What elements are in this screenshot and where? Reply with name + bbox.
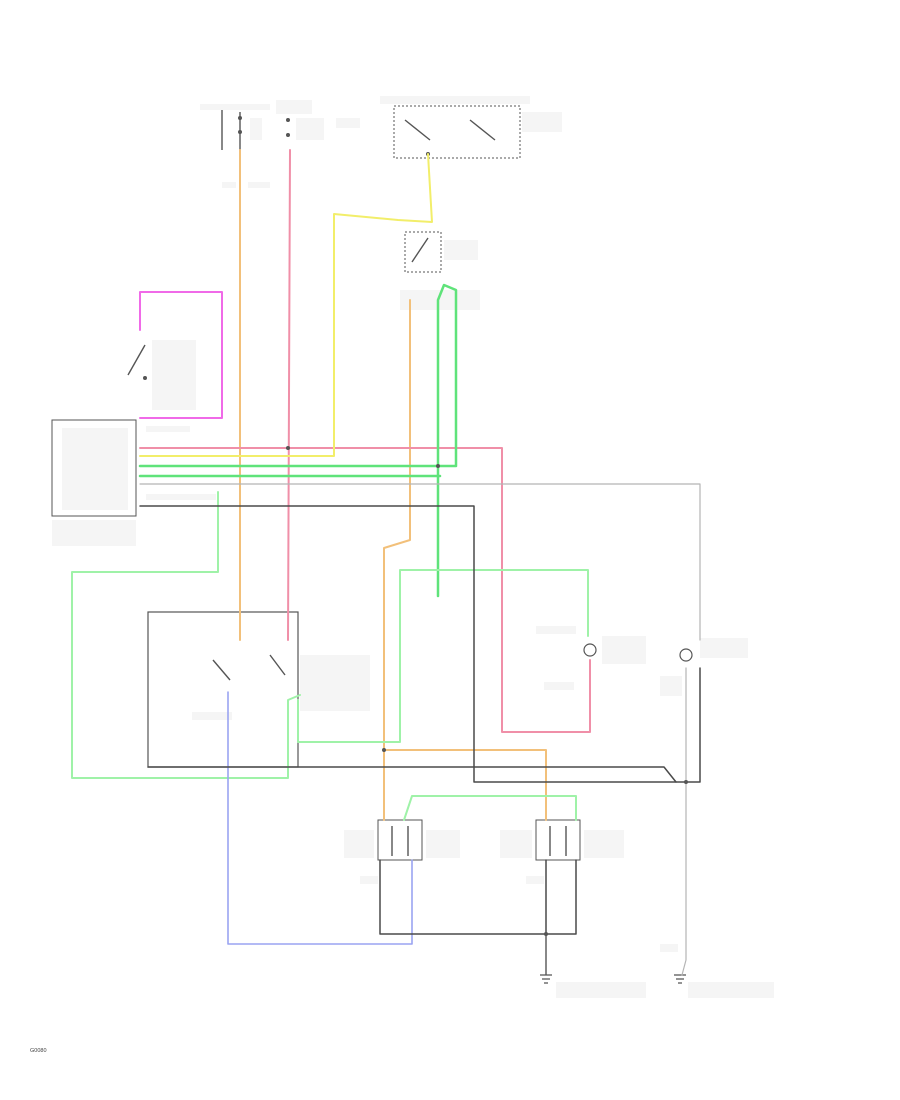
switch-label-block [522, 112, 562, 132]
wire-label-blocks [146, 182, 682, 952]
lamp-label-block [500, 830, 532, 858]
ground-icon [540, 974, 552, 984]
ground-right [674, 974, 774, 998]
wire-green [138, 283, 458, 598]
splice-dot [436, 464, 440, 468]
resistor-label-block [602, 636, 646, 664]
splice-dot [382, 748, 386, 752]
daytime-running-lamp-relay [147, 611, 370, 768]
indicator-label-block [700, 638, 748, 658]
lamp-label-block [584, 830, 624, 858]
fuse-icon [238, 130, 242, 134]
lamp-icon [377, 819, 423, 861]
fuse-block-left [200, 100, 360, 150]
headlight-switch-assembly [380, 96, 562, 159]
lamp-label-block [426, 830, 460, 858]
relay-label-block [300, 655, 370, 711]
fuse-label-block [250, 118, 262, 140]
switch-label-block [380, 96, 530, 104]
splice-dot [286, 446, 290, 450]
wire-orange [383, 299, 411, 821]
switch-label-block [152, 340, 196, 410]
wire-label [526, 876, 544, 884]
headlight-dimmer-switch [400, 231, 480, 310]
fuse-label-block [276, 100, 312, 114]
splice-dot [684, 780, 688, 784]
lamp-icon [535, 819, 581, 861]
wire-lightgreen [403, 795, 577, 821]
wire-black [379, 859, 577, 935]
wire-label [146, 426, 190, 432]
fuse-icon [286, 118, 290, 122]
ground-label-block [556, 982, 646, 998]
left-headlight [344, 819, 460, 861]
lamp-label-block [344, 830, 374, 858]
wire-label [536, 626, 576, 634]
contact-node [143, 376, 147, 380]
fuse-label-block [200, 104, 270, 110]
wire-label [222, 182, 236, 188]
resistor-icon [583, 643, 597, 657]
module-label-block [52, 520, 136, 546]
fuse-icon [238, 116, 242, 120]
switch-icon [404, 119, 431, 141]
wire-label [544, 682, 574, 690]
daytime-running-lamp-resistor [583, 636, 646, 664]
lamp-icon [679, 648, 693, 662]
switch-icon [469, 119, 496, 141]
wire-pink [287, 149, 291, 641]
wire-black [139, 505, 701, 783]
wire-label [248, 182, 270, 188]
module-label-block [62, 428, 128, 510]
wire-label [660, 944, 678, 952]
wire-blue [227, 691, 413, 945]
dimmer-label-block [444, 240, 478, 260]
wire-gray [681, 667, 687, 976]
relay-label-block [192, 712, 232, 720]
wire-black [147, 766, 677, 783]
wire-gray [139, 483, 701, 641]
switch-icon [127, 344, 146, 376]
switch-box [393, 105, 521, 159]
body-control-module [51, 419, 137, 546]
ground-icon [674, 974, 686, 984]
switch-icon [212, 659, 231, 681]
fuse-label-block [296, 118, 324, 140]
wire-label [660, 676, 682, 696]
high-beam-indicator [679, 638, 748, 662]
fuse-label-block [336, 118, 360, 128]
wire-label [146, 494, 216, 500]
switch-icon [269, 654, 286, 676]
wire-lightgreen [71, 491, 301, 779]
switch-icon [411, 237, 429, 263]
splice-points [286, 446, 688, 936]
dimmer-label-block [400, 290, 480, 310]
dimmer-box [404, 231, 442, 273]
right-headlight [500, 819, 624, 861]
wire-magenta [139, 291, 223, 419]
wire-label [360, 876, 378, 884]
module-box [51, 419, 137, 517]
relay-box [147, 611, 299, 768]
park-brake-switch [127, 340, 196, 410]
ground-label-block [688, 982, 774, 998]
splice-dot [544, 932, 548, 936]
wire-pink [139, 447, 591, 733]
wire-lightgreen [297, 569, 589, 743]
wire-yellow [139, 153, 433, 457]
fuse-icon [286, 133, 290, 137]
figure-code: G0080 [30, 1048, 47, 1054]
ground-left [540, 935, 646, 998]
